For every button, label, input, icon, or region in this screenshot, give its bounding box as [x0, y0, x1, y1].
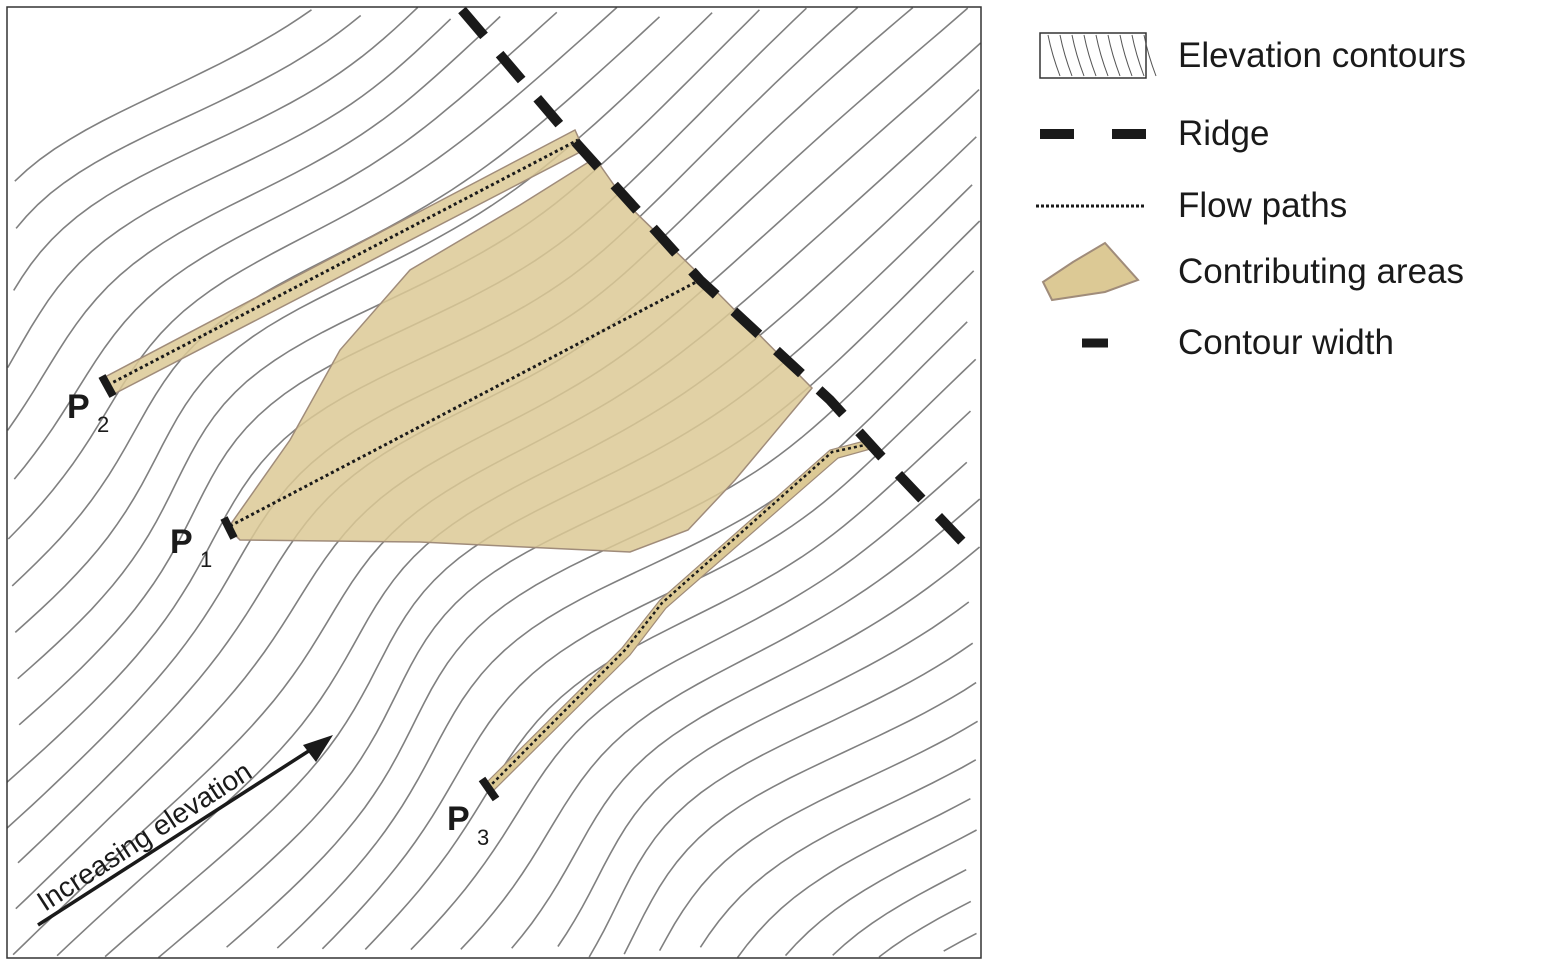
contour-line — [699, 759, 977, 948]
p2-subscript: 2 — [97, 412, 109, 437]
contour-width-p3 — [478, 776, 500, 802]
contour-line — [623, 681, 977, 955]
contour-line — [557, 601, 970, 947]
p1-letter: P — [170, 523, 193, 561]
contour-line — [7, 15, 501, 431]
legend-icon-contours — [1039, 32, 1157, 79]
legend-label-flow-paths: Flow paths — [1178, 186, 1348, 225]
p2-letter: P — [67, 388, 90, 426]
contour-width-p2 — [98, 374, 117, 398]
flow-path-p1 — [229, 278, 701, 528]
contour-line — [7, 7, 618, 540]
hatch-line — [1083, 34, 1097, 77]
contour-line — [14, 9, 312, 182]
legend-icon-contributing-area — [1041, 241, 1140, 302]
contour-line — [15, 14, 362, 229]
label-p3: P 3 — [447, 800, 489, 850]
legend-label-contributing-areas: Contributing areas — [1178, 252, 1464, 291]
contour-line — [157, 220, 981, 958]
hatch-line — [1119, 34, 1133, 77]
legend-label-ridge: Ridge — [1178, 114, 1270, 153]
ridge-line — [458, 7, 979, 559]
p1-subscript: 1 — [200, 547, 212, 572]
contributing-area-p1 — [227, 156, 814, 553]
arrow-head-icon — [303, 735, 333, 762]
contour-line — [13, 11, 558, 480]
p3-subscript: 3 — [477, 825, 489, 850]
hatch-line — [1071, 34, 1085, 77]
flow-path-p2 — [107, 138, 579, 387]
p3-letter: P — [447, 800, 470, 838]
contour-line — [943, 932, 977, 952]
hatch-line — [1131, 34, 1145, 77]
hatch-line — [1047, 34, 1061, 77]
contour-line — [878, 900, 972, 958]
contour-line — [588, 642, 974, 958]
contour-line — [276, 321, 968, 949]
legend-label-contours: Elevation contours — [1178, 36, 1466, 75]
label-p1: P 1 — [170, 523, 212, 572]
contour-line — [736, 797, 971, 958]
legend-label-contour-width: Contour width — [1178, 323, 1394, 362]
flow-path-p3 — [487, 442, 871, 789]
contour-width-p1 — [220, 516, 238, 540]
contour-line — [17, 9, 760, 680]
contour-line — [511, 546, 981, 949]
hatch-line — [1059, 34, 1073, 77]
hatch-line — [1107, 34, 1121, 77]
map-frame — [6, 6, 982, 959]
contour-line — [13, 7, 419, 291]
contour-line — [410, 461, 968, 951]
label-p2: P 2 — [67, 388, 109, 437]
contour-line — [784, 829, 977, 957]
contour-line — [7, 18, 452, 368]
arrow-label: Increasing elevation — [31, 755, 257, 917]
hatch-line — [1095, 34, 1109, 77]
contour-line — [658, 720, 979, 951]
contour-line — [832, 868, 967, 956]
hatch-line — [1143, 34, 1157, 77]
contour-line — [11, 16, 661, 587]
contour-line — [321, 358, 977, 950]
contour-line — [460, 498, 981, 950]
